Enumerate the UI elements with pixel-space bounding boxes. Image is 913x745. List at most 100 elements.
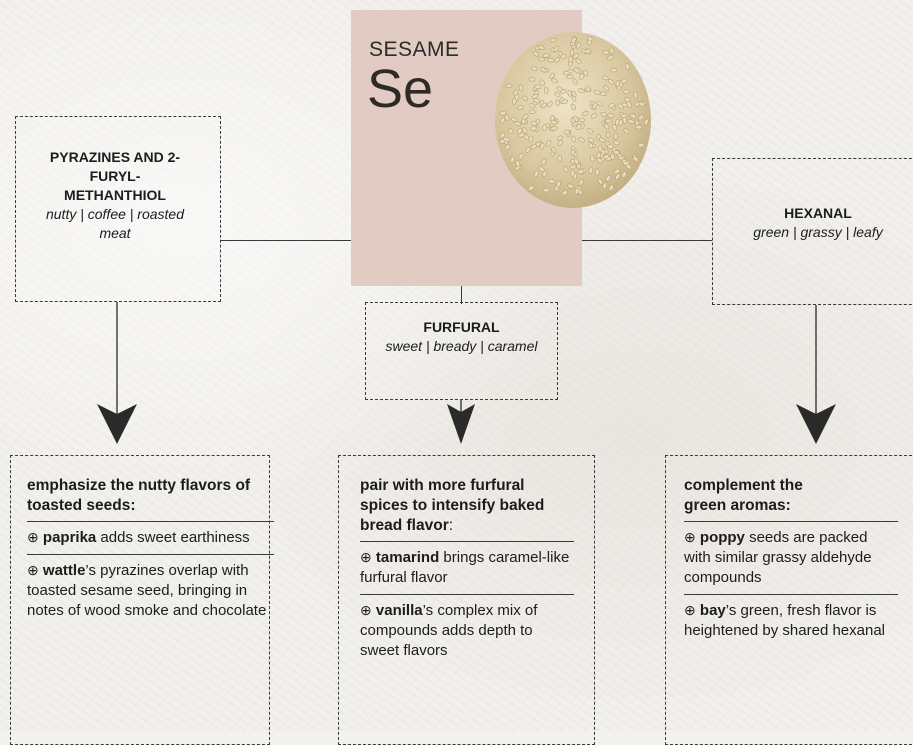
sesame-seed <box>551 78 558 84</box>
sesame-seed <box>540 67 547 73</box>
sesame-seed <box>563 129 571 135</box>
sesame-seed <box>587 142 594 149</box>
sesame-seed <box>502 136 510 142</box>
tip-title: emphasize the nutty flavors of toasted s… <box>27 476 274 522</box>
sesame-seed <box>551 146 557 154</box>
sesame-seed <box>586 36 594 42</box>
sesame-seed <box>623 128 630 135</box>
sesame-seed <box>598 137 606 143</box>
sesame-seed <box>577 169 585 174</box>
sesame-seed <box>538 44 545 51</box>
plus-circle-icon: ⊕ <box>27 562 39 578</box>
sesame-seed <box>517 127 523 135</box>
sesame-seed <box>602 182 608 190</box>
tip-text: ’s complex mix of compounds adds depth t… <box>360 602 538 659</box>
tip-item: ⊕ poppy seeds are packed with similar gr… <box>684 522 898 595</box>
tip-item: ⊕ bay’s green, fresh flavor is heightene… <box>684 595 898 647</box>
tip-right: complement the green aromas: ⊕ poppy see… <box>684 476 898 647</box>
sesame-seed <box>621 171 627 178</box>
tip-text: ’s green, fresh flavor is heightened by … <box>684 602 885 639</box>
arrow-down-icon-left <box>97 302 137 444</box>
sesame-seed <box>539 142 545 150</box>
compound-box-center <box>365 302 558 400</box>
spice-name: tamarind <box>375 549 440 566</box>
sesame-seeds-image <box>495 32 651 208</box>
sesame-seed <box>587 137 595 143</box>
sesame-seed <box>528 77 536 82</box>
sesame-seed <box>505 83 513 89</box>
sesame-seed <box>584 48 592 54</box>
sesame-seed <box>499 117 506 124</box>
compound-notes: green | grassy | leafy <box>753 224 883 240</box>
sesame-seed <box>578 88 585 94</box>
sesame-seed <box>586 128 593 134</box>
sesame-seed <box>533 50 540 57</box>
sesame-seed <box>607 113 615 118</box>
tip-text: seeds are packed with similar grassy ald… <box>684 529 872 586</box>
ingredient-symbol: Se <box>367 59 434 119</box>
sesame-seed <box>515 159 521 167</box>
sesame-seed <box>568 55 573 63</box>
sesame-seed <box>549 72 556 79</box>
sesame-seed <box>573 115 579 123</box>
sesame-seed <box>530 126 538 131</box>
sesame-seed <box>542 187 550 193</box>
sesame-seed <box>607 78 614 85</box>
tip-title-bold: pair with more furfural spices to intens… <box>360 477 545 534</box>
sesame-seed <box>562 70 570 76</box>
compound-name: FURFURAL <box>423 319 500 335</box>
sesame-seed <box>566 74 574 80</box>
compound-name: HEXANAL <box>784 205 852 221</box>
tip-text: brings caramel-like furfural flavor <box>360 549 570 586</box>
sesame-seed <box>542 170 547 178</box>
sesame-seed <box>623 89 630 94</box>
tip-title-tail: : <box>448 517 454 534</box>
sesame-seed <box>513 89 519 96</box>
sesame-seed <box>623 97 631 102</box>
sesame-seed <box>620 113 628 119</box>
compound-notes: sweet | bready | caramel <box>385 338 538 354</box>
sesame-seed <box>607 54 614 61</box>
sesame-seed <box>510 116 518 123</box>
sesame-seed <box>521 95 529 101</box>
sesame-seed <box>608 103 616 108</box>
sesame-seed <box>522 113 529 120</box>
sesame-seed <box>573 53 579 59</box>
sesame-seed <box>594 168 600 176</box>
compound-center: FURFURAL sweet | bready | caramel <box>370 318 553 356</box>
sesame-seed <box>635 124 642 130</box>
sesame-seed <box>556 180 561 188</box>
sesame-seed <box>541 158 547 166</box>
sesame-seed <box>632 155 639 162</box>
sesame-seed <box>570 148 576 156</box>
tip-item: ⊕ paprika adds sweet earthiness <box>27 522 274 555</box>
sesame-seed <box>557 155 563 163</box>
plus-circle-icon: ⊕ <box>360 549 372 565</box>
sesame-seed <box>571 135 577 143</box>
tip-item: ⊕ vanilla’s complex mix of compounds add… <box>360 595 574 667</box>
sesame-seed <box>593 89 601 95</box>
tip-left: emphasize the nutty flavors of toasted s… <box>27 476 274 627</box>
sesame-seed <box>528 109 536 115</box>
sesame-seed <box>574 158 579 165</box>
tip-center: pair with more furfural spices to intens… <box>360 476 574 667</box>
tip-item: ⊕ tamarind brings caramel-like furfural … <box>360 542 574 595</box>
sesame-seed <box>549 37 557 43</box>
sesame-seed <box>625 163 632 170</box>
connector-center <box>461 286 463 304</box>
sesame-seed <box>561 99 569 105</box>
compound-box-right <box>712 158 913 305</box>
sesame-seed <box>613 132 618 140</box>
sesame-seed <box>499 111 507 116</box>
sesame-seed <box>605 131 611 139</box>
tip-item: ⊕ wattle’s pyrazines overlap with toaste… <box>27 555 274 627</box>
sesame-seed <box>582 110 589 117</box>
spice-name: paprika <box>42 529 97 546</box>
sesame-seed <box>557 139 563 147</box>
connector-right <box>582 240 712 242</box>
sesame-seed <box>615 80 621 88</box>
sesame-seed <box>553 57 561 63</box>
sesame-seed <box>546 139 552 147</box>
sesame-seed <box>613 140 620 146</box>
